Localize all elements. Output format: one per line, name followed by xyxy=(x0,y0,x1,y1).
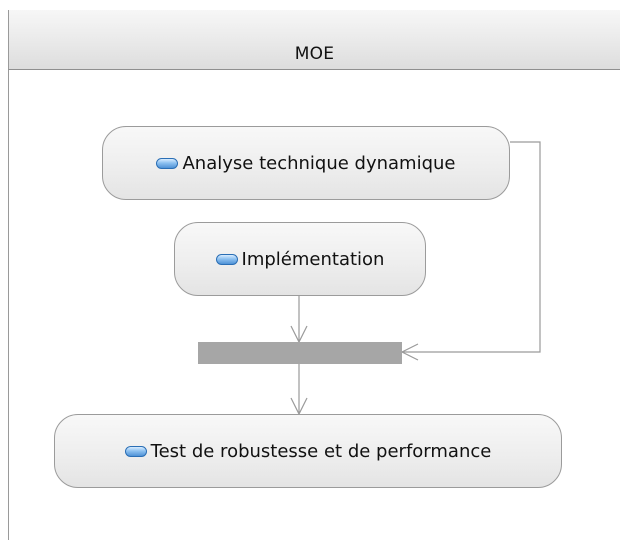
action-label: Implémentation xyxy=(241,248,385,270)
action-analyse-technique-dynamique[interactable]: Analyse technique dynamique xyxy=(102,126,510,200)
action-test-robustesse-performance[interactable]: Test de robustesse et de performance xyxy=(54,414,562,488)
action-implementation[interactable]: Implémentation xyxy=(174,222,426,296)
swimlane-header[interactable]: MOE xyxy=(8,10,620,70)
join-bar[interactable] xyxy=(198,342,402,364)
action-icon xyxy=(124,445,147,457)
action-icon xyxy=(215,253,238,265)
action-label: Test de robustesse et de performance xyxy=(150,440,492,462)
swimlane-title: MOE xyxy=(294,44,335,64)
action-label: Analyse technique dynamique xyxy=(182,152,456,174)
action-icon xyxy=(156,157,179,169)
